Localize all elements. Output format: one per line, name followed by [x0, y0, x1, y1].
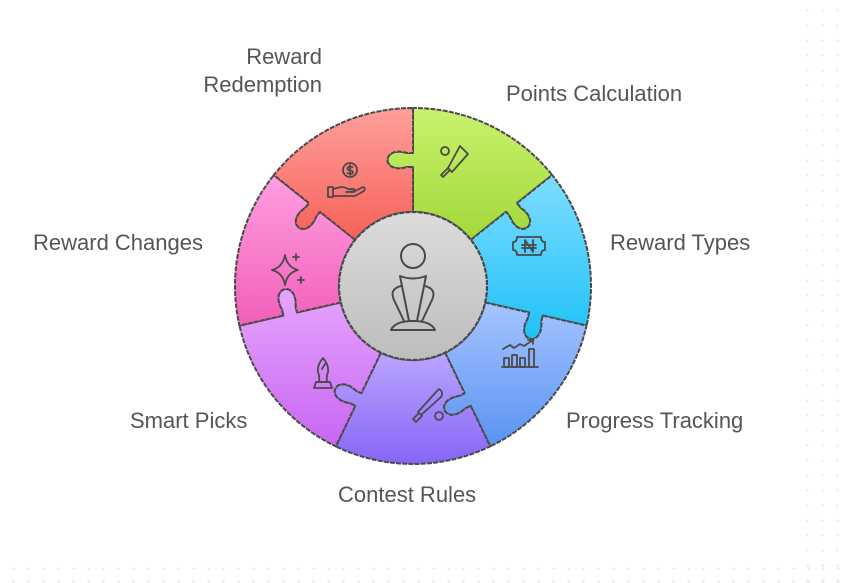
trophy-icon: [390, 243, 436, 331]
center-hub: [337, 210, 489, 362]
label-reward-types: Reward Types: [610, 230, 751, 255]
growth-chart-icon: [501, 339, 539, 368]
puzzle-piece-smart-picks: [238, 288, 382, 448]
dot-grid-bottom: [0, 562, 850, 583]
label-line: Reward: [246, 44, 322, 69]
label-contest-rules: Contest Rules: [338, 482, 477, 507]
label-line: Redemption: [203, 72, 322, 97]
label-progress-tracking: Progress Tracking: [566, 408, 744, 433]
chess-bishop-icon: [313, 357, 333, 389]
naira-ticket-icon: [512, 236, 546, 256]
puzzle-piece-contest-rules: [333, 351, 492, 465]
label-reward-redemption: Reward Redemption: [180, 43, 322, 99]
cricket-bat-icon: [440, 145, 469, 178]
money-hand-icon: [327, 162, 366, 198]
baseball-bat-icon: [412, 388, 444, 423]
label-reward-changes: Reward Changes: [33, 230, 203, 255]
label-points-calculation: Points Calculation: [506, 81, 683, 106]
label-smart-picks: Smart Picks: [130, 408, 248, 433]
puzzle-piece-reward-changes: [234, 174, 357, 327]
puzzle-piece-progress-tracking: [443, 301, 588, 448]
dot-grid-right: [798, 0, 850, 583]
sparkle-icon: [271, 253, 305, 286]
puzzle-piece-reward-types: [469, 174, 592, 340]
